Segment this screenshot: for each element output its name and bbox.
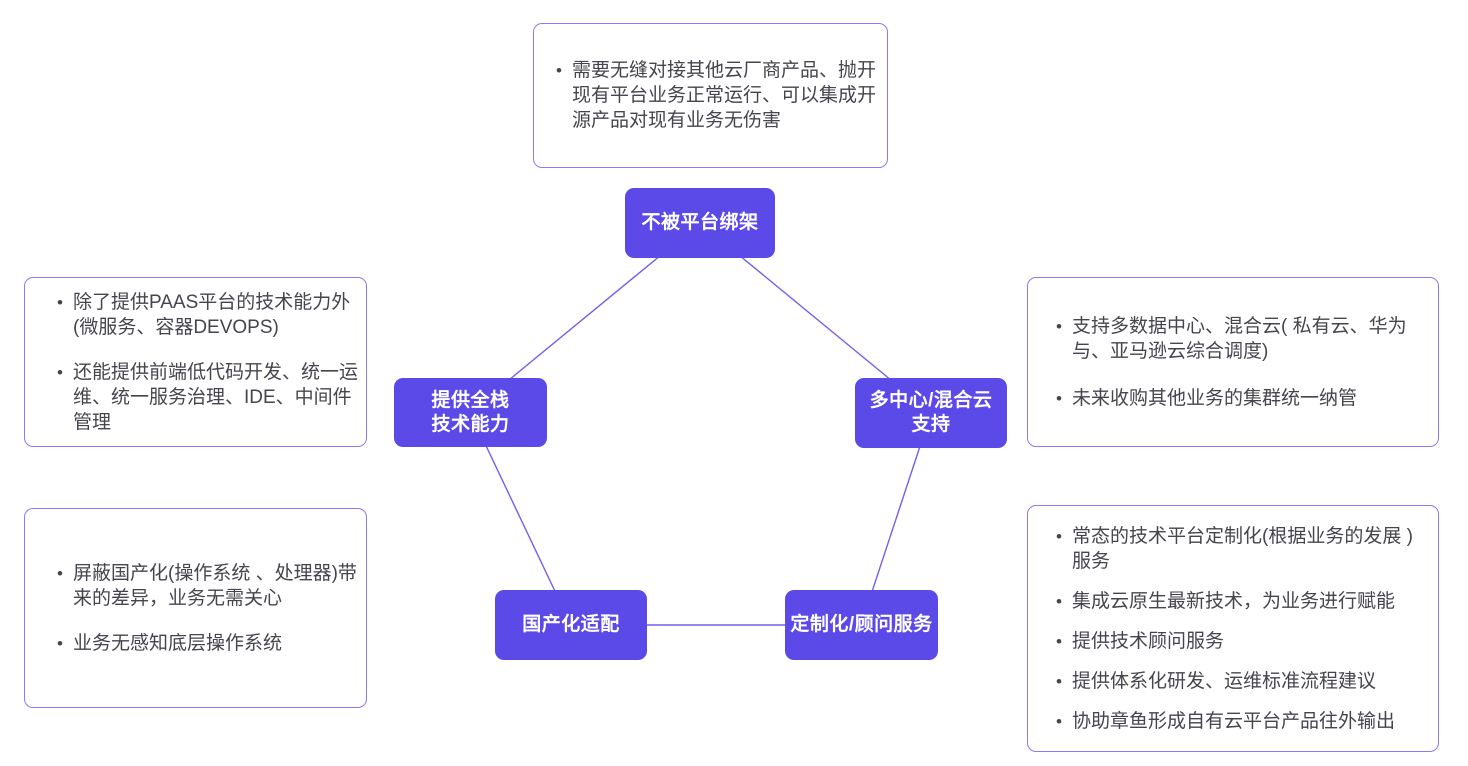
list-item: • 需要无缝对接其他云厂商产品、抛开现有平台业务正常运行、可以集成开源产品对现有… — [556, 58, 881, 133]
node-multicenter-hybrid-cloud[interactable]: 多中心/混合云 支持 — [855, 378, 1007, 448]
bullet-icon: • — [556, 61, 562, 80]
note-text: 提供技术顾问服务 — [1072, 630, 1225, 652]
note-text: 屏蔽国产化(操作系统 、处理器)带来的差异，业务无需关心 — [73, 562, 357, 609]
note-text: 协助章鱼形成自有云平台产品往外输出 — [1072, 710, 1396, 732]
bullet-icon: • — [1056, 526, 1062, 546]
note-text: 集成云原生最新技术，为业务进行赋能 — [1072, 590, 1396, 612]
note-text: 还能提供前端低代码开发、统一运维、统一服务治理、IDE、中间件管理 — [73, 361, 359, 433]
node-localization-adaptation[interactable]: 国产化适配 — [495, 590, 647, 660]
note-box-platform-lockin[interactable]: • 需要无缝对接其他云厂商产品、抛开现有平台业务正常运行、可以集成开源产品对现有… — [533, 23, 888, 168]
list-item: • 提供体系化研发、运维标准流程建议 — [1056, 669, 1430, 694]
bullet-icon: • — [1056, 711, 1062, 731]
node-no-platform-lockin[interactable]: 不被平台绑架 — [625, 188, 775, 258]
node-label-line2: 技术能力 — [431, 413, 510, 435]
note-box-customization-consulting[interactable]: • 常态的技术平台定制化(根据业务的发展 )服务 • 集成云原生最新技术，为业务… — [1027, 505, 1439, 752]
bullet-icon: • — [1056, 671, 1062, 691]
list-item: • 支持多数据中心、混合云( 私有云、华为与、亚马逊云综合调度) — [1056, 314, 1430, 364]
list-item: • 屏蔽国产化(操作系统 、处理器)带来的差异，业务无需关心 — [57, 561, 358, 611]
note-text: 需要无缝对接其他云厂商产品、抛开现有平台业务正常运行、可以集成开源产品对现有业务… — [572, 60, 877, 131]
bullet-icon: • — [1056, 388, 1062, 408]
bullet-icon: • — [1056, 631, 1062, 651]
node-label-line2: 支持 — [911, 414, 951, 435]
node-label: 国产化适配 — [522, 614, 620, 636]
list-item: • 还能提供前端低代码开发、统一运维、统一服务治理、IDE、中间件管理 — [57, 360, 358, 435]
note-text: 常态的技术平台定制化(根据业务的发展 )服务 — [1072, 525, 1413, 572]
note-box-fullstack-capability[interactable]: • 除了提供PAAS平台的技术能力外(微服务、容器DEVOPS) • 还能提供前… — [24, 277, 367, 447]
list-item: • 协助章鱼形成自有云平台产品往外输出 — [1056, 709, 1430, 734]
bullet-icon: • — [57, 292, 63, 312]
node-customization-consulting[interactable]: 定制化/顾问服务 — [785, 590, 938, 660]
note-text: 支持多数据中心、混合云( 私有云、华为与、亚马逊云综合调度) — [1072, 315, 1407, 362]
node-fullstack-capability[interactable]: 提供全栈 技术能力 — [394, 378, 547, 447]
bullet-icon: • — [57, 563, 63, 583]
list-item: • 业务无感知底层操作系统 — [57, 631, 358, 656]
bullet-icon: • — [57, 362, 63, 382]
list-item: • 除了提供PAAS平台的技术能力外(微服务、容器DEVOPS) — [57, 290, 358, 340]
note-text: 除了提供PAAS平台的技术能力外(微服务、容器DEVOPS) — [73, 291, 351, 338]
note-box-localization[interactable]: • 屏蔽国产化(操作系统 、处理器)带来的差异，业务无需关心 • 业务无感知底层… — [24, 508, 367, 708]
note-text: 提供体系化研发、运维标准流程建议 — [1072, 670, 1377, 692]
list-item: • 提供技术顾问服务 — [1056, 629, 1430, 654]
list-item: • 常态的技术平台定制化(根据业务的发展 )服务 — [1056, 524, 1430, 574]
bullet-icon: • — [57, 633, 63, 653]
bullet-icon: • — [1056, 316, 1062, 336]
note-text: 未来收购其他业务的集群统一纳管 — [1072, 387, 1358, 409]
edge-left-to-bottom-left — [469, 411, 572, 626]
list-item: • 未来收购其他业务的集群统一纳管 — [1056, 386, 1430, 411]
edge-right-to-bottom-right — [860, 412, 932, 626]
list-item: • 集成云原生最新技术，为业务进行赋能 — [1056, 589, 1430, 614]
node-label-line1: 多中心/混合云 — [869, 390, 993, 412]
node-label: 定制化/顾问服务 — [790, 614, 933, 636]
node-label-line1: 提供全栈 — [431, 389, 510, 411]
note-box-multicenter-hybrid[interactable]: • 支持多数据中心、混合云( 私有云、华为与、亚马逊云综合调度) • 未来收购其… — [1027, 277, 1439, 447]
bullet-icon: • — [1056, 591, 1062, 611]
note-text: 业务无感知底层操作系统 — [73, 632, 283, 654]
node-label: 不被平台绑架 — [641, 212, 759, 234]
